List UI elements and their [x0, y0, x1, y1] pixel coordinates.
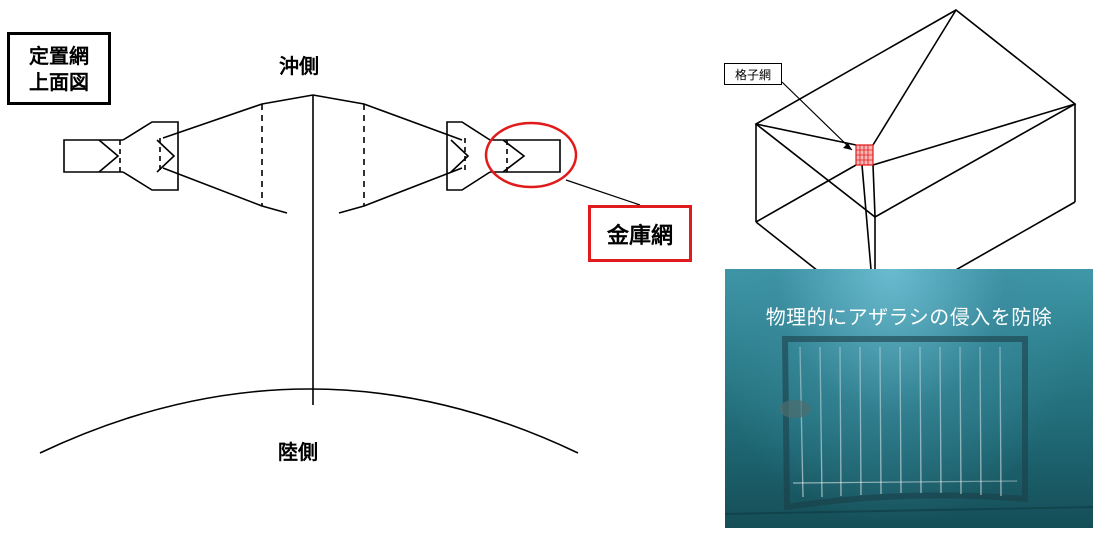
left-wing-inner — [162, 167, 288, 214]
kinko-net-label: 金庫網 — [588, 205, 692, 262]
kinko-highlight-ellipse — [484, 121, 578, 189]
plan-view-title-box: 定置網 上面図 — [7, 32, 111, 105]
title-line-2: 上面図 — [29, 69, 89, 94]
right-chamber — [446, 121, 491, 191]
underwater-photo: 物理的にアザラシの侵入を防除 — [725, 269, 1093, 528]
left-wing-outer — [162, 94, 314, 139]
left-chamber — [122, 121, 179, 191]
net-grid-overlay — [725, 336, 1093, 515]
title-line-1: 定置網 — [29, 43, 89, 68]
photo-caption: 物理的にアザラシの侵入を防除 — [765, 305, 1053, 329]
land-side-label: 陸側 — [278, 440, 318, 464]
right-wing-outer — [312, 94, 463, 141]
right-wing-inner — [338, 167, 463, 214]
offshore-label: 沖側 — [279, 54, 319, 78]
left-box-net — [63, 139, 123, 173]
grid-net-label: 格子網 — [724, 63, 782, 85]
shore-arc — [39, 388, 579, 454]
kinko-leader-line — [565, 179, 641, 206]
right-box-net — [490, 139, 561, 173]
